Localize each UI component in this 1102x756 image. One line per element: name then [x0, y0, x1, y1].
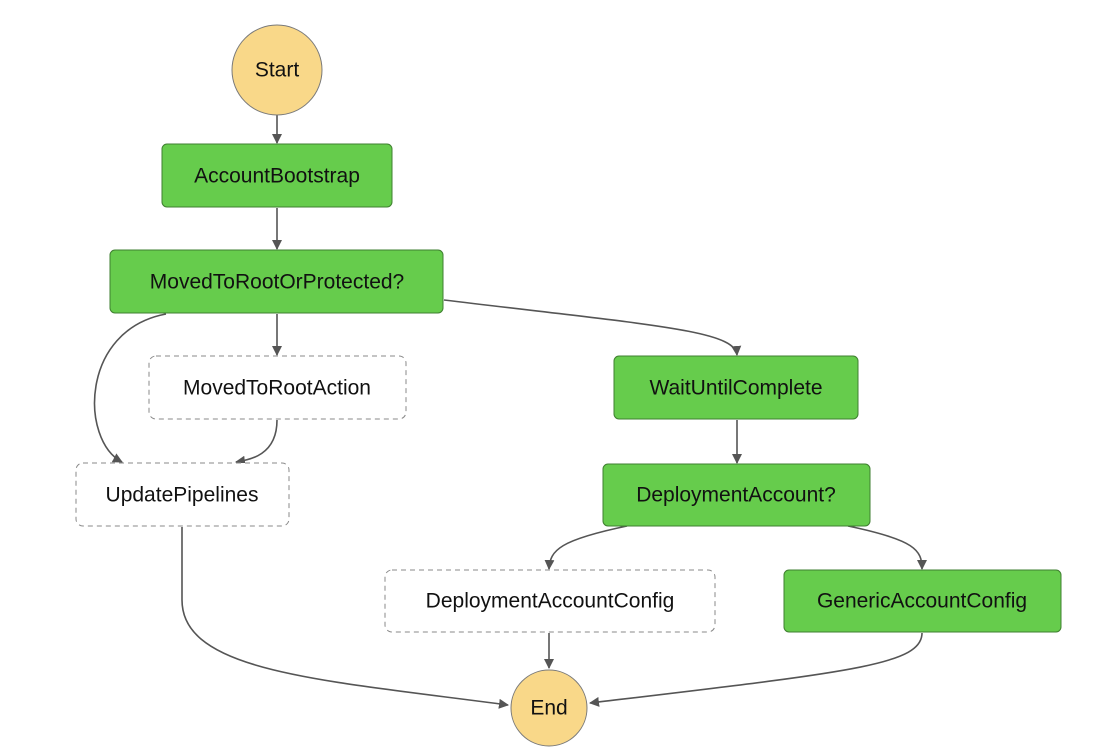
end-circle	[510, 669, 588, 747]
node-start[interactable]: Start	[231, 24, 323, 116]
deployment-account-choice-label: DeploymentAccount?	[636, 484, 836, 507]
edge-moved-to-root-action-to-update-pipelines	[235, 419, 278, 466]
node-account-bootstrap[interactable]: AccountBootstrap	[161, 143, 393, 208]
node-wait-until-complete[interactable]: WaitUntilComplete	[613, 355, 859, 420]
node-end[interactable]: End	[510, 669, 588, 747]
end-label: End	[530, 697, 567, 720]
wait-until-complete-label: WaitUntilComplete	[649, 377, 822, 400]
deployment-account-config-label: DeploymentAccountConfig	[426, 590, 675, 613]
node-update-pipelines[interactable]: UpdatePipelines	[75, 462, 290, 527]
moved-to-root-action-label: MovedToRootAction	[183, 377, 371, 400]
moved-to-root-action-box	[148, 355, 407, 420]
edge-generic-account-config-to-end	[589, 632, 923, 707]
edge-deployment-choice-to-deployment-account-config	[544, 525, 628, 570]
edge-moved-choice-to-wait-until-complete	[443, 299, 742, 356]
node-generic-account-config[interactable]: GenericAccountConfig	[783, 569, 1062, 633]
edge-moved-choice-to-update-pipelines	[93, 313, 167, 463]
account-bootstrap-label: AccountBootstrap	[194, 165, 360, 188]
deployment-account-choice-box	[602, 463, 871, 527]
node-moved-to-root-action[interactable]: MovedToRootAction	[148, 355, 407, 420]
node-deployment-account-choice[interactable]: DeploymentAccount?	[602, 463, 871, 527]
edges	[93, 114, 927, 709]
account-bootstrap-box	[161, 143, 393, 208]
start-label: Start	[255, 59, 300, 82]
node-moved-to-root-or-protected[interactable]: MovedToRootOrProtected?	[109, 249, 444, 314]
generic-account-config-box	[783, 569, 1062, 633]
update-pipelines-box	[75, 462, 290, 527]
node-deployment-account-config[interactable]: DeploymentAccountConfig	[384, 569, 716, 633]
edge-deployment-choice-to-generic-account-config	[847, 525, 927, 570]
update-pipelines-label: UpdatePipelines	[106, 484, 259, 507]
deployment-account-config-box	[384, 569, 716, 633]
edge-update-pipelines-to-end	[181, 527, 509, 709]
moved-to-root-or-protected-label: MovedToRootOrProtected?	[150, 271, 404, 294]
start-circle	[231, 24, 323, 116]
wait-until-complete-box	[613, 355, 859, 420]
generic-account-config-label: GenericAccountConfig	[817, 590, 1027, 613]
moved-to-root-or-protected-box	[109, 249, 444, 314]
